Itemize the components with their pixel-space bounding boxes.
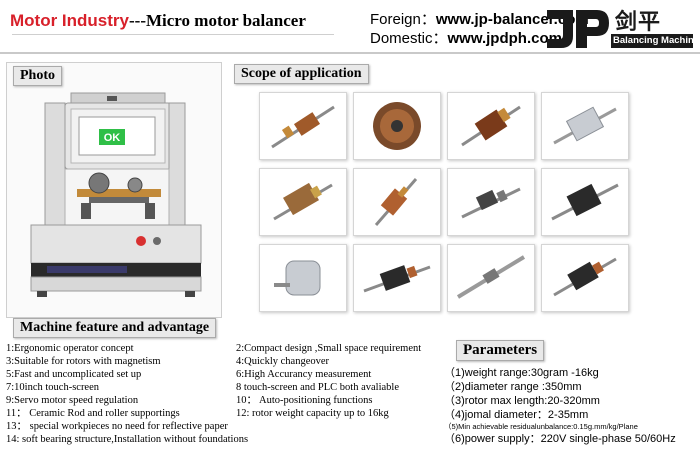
feature-item: 4:Quickly changeover [236,356,330,367]
rotor-image-2 [353,92,441,160]
rotor-image-7 [447,168,535,236]
feature-item: 10： Auto-positioning functions [236,395,373,406]
svg-text:OK: OK [104,132,121,144]
rotor-image-5 [259,168,347,236]
scope-label: Scope of application [234,64,369,84]
feature-item: 8 touch-screen and PLC both avaliable [236,382,399,393]
feature-item: 12: rotor weight capacity up to 16kg [236,408,389,419]
feature-item: 6:High Accurancy measurement [236,369,372,380]
parameter-item: （6)power supply：220V single-phase 50/60H… [444,433,676,445]
rotor-image-4 [541,92,629,160]
rotor-image-12 [541,244,629,312]
title-product: ---Micro motor balancer [129,11,306,30]
rotor-image-11 [447,244,535,312]
rotor-image-10 [353,244,441,312]
logo-chinese: 剑平 [615,10,662,35]
feature-item: 3:Suitable for rotors with magnetism [6,356,161,367]
feature-item: 11： Ceramic Rod and roller supportings [6,408,180,419]
parameter-item: （1)weight range:30gram -16kg [444,367,599,379]
domestic-contact: Domestic：www.jpdph.com [370,27,562,48]
features-label: Machine feature and advantage [13,318,217,338]
feature-item: 9:Servo motor speed regulation [6,395,139,406]
feature-item: 1:Ergonomic operator concept [6,343,134,354]
feature-item: 7:10inch touch-screen [6,382,100,393]
rotor-image-6 [353,168,441,236]
parameters-list: （1)weight range:30gram -16kg （2)diameter… [444,366,676,446]
parameter-item: （2)diameter range :350mm [444,381,582,393]
logo-graphic [547,10,693,48]
photo-panel: OK [6,62,222,318]
company-logo: 剑平 Balancing Machine [543,6,699,52]
rotor-image-8 [541,168,629,236]
balancer-machine-illustration: OK [30,92,202,297]
header-divider [0,52,700,54]
rotor-image-1 [259,92,347,160]
feature-item: 5:Fast and uncomplicated set up [6,369,142,380]
domestic-label: Domestic： [370,30,448,47]
parameter-item: （5)Min achievable residualunbalance:0.15… [444,422,638,431]
parameter-item: （4)jomal diameter：2-35mm [444,409,589,421]
feature-item: 2:Compact design ,Small space requiremen… [236,343,422,354]
rotor-image-3 [447,92,535,160]
title-underline [12,34,334,35]
foreign-label: Foreign： [370,11,436,28]
photo-label: Photo [13,66,62,86]
title-industry: Motor Industry [10,11,129,30]
page-title: Motor Industry---Micro motor balancer [10,11,306,31]
feature-item: 14: soft bearing structure,Installation … [6,434,249,445]
rotor-image-9 [259,244,347,312]
features-left-list: 1:Ergonomic operator concept 3:Suitable … [6,342,248,446]
parameter-item: （3)rotor max length:20-320mm [444,395,600,407]
features-right-list: 2:Compact design ,Small space requiremen… [236,342,421,420]
domestic-url[interactable]: www.jpdph.com [447,30,562,47]
parameters-label: Parameters [456,340,545,361]
logo-tagline: Balancing Machine [613,35,700,46]
feature-item: 13： special workpieces no need for refle… [6,421,228,432]
